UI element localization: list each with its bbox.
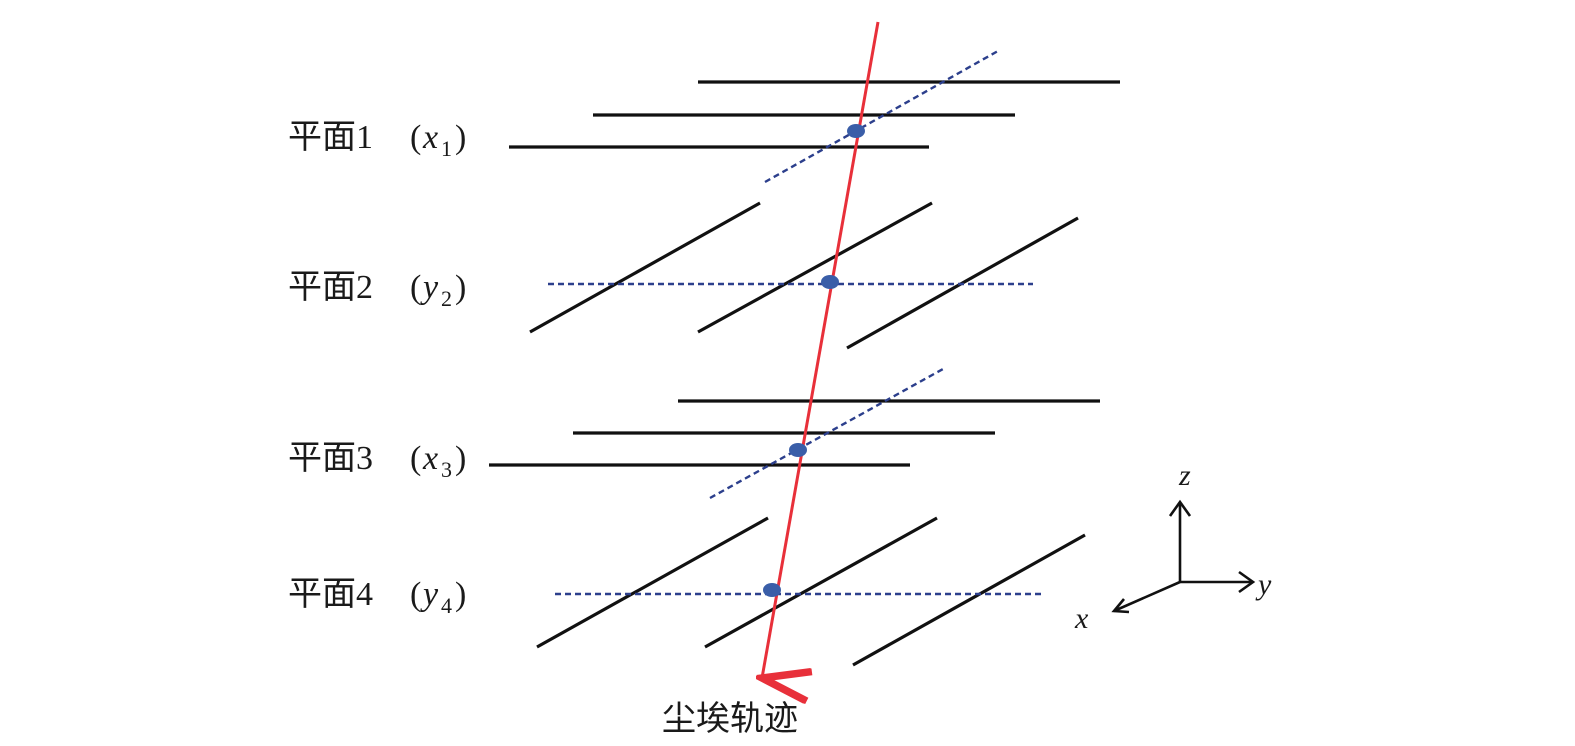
plane-label-1-variable: x <box>422 119 438 156</box>
coordinate-axes: z y x <box>1074 459 1272 635</box>
plane-label-1-name: 平面1 <box>288 119 373 156</box>
plane-2-wire-middle <box>697 201 933 334</box>
plane-label-3-name: 平面3 <box>288 440 373 477</box>
plane-label-1-close-paren: ) <box>455 119 466 156</box>
dust-trajectory-arrow <box>762 21 880 678</box>
z-axis-label: z <box>1178 459 1191 492</box>
plane-label-4-open-paren: ( <box>410 576 421 613</box>
plane-1-dashed-guide <box>764 49 999 184</box>
plane-label-2-name: 平面2 <box>288 269 373 306</box>
plane-label-1-open-paren: ( <box>410 119 421 156</box>
plane-2-wires <box>529 201 1079 350</box>
plane-4-wires <box>536 516 1086 667</box>
plane-label-4-name: 平面4 <box>288 576 373 613</box>
plane-label-3-open-paren: ( <box>410 440 421 477</box>
plane-label-2-close-paren: ) <box>455 269 466 306</box>
plane-label-2: 平面2 ( y 2 ) <box>288 269 466 311</box>
plane-label-4-subscript: 4 <box>441 593 452 618</box>
plane-label-2-variable: y <box>420 269 439 306</box>
plane-1-wires <box>509 49 1120 184</box>
plane-4-wire-left <box>536 516 769 649</box>
plane-label-1-subscript: 1 <box>441 136 452 161</box>
plane-4-wire-right <box>852 533 1086 667</box>
hit-point-plane-2 <box>821 275 839 289</box>
hit-point-plane-4 <box>763 583 781 597</box>
plane-3-dashed-guide <box>709 367 944 500</box>
plane-label-2-subscript: 2 <box>441 286 452 311</box>
hit-points <box>763 124 865 597</box>
plane-3-wires <box>489 367 1100 500</box>
dust-trajectory-label: 尘埃轨迹 <box>662 700 798 738</box>
x-axis-line <box>1113 580 1181 613</box>
plane-label-2-open-paren: ( <box>410 269 421 306</box>
x-axis-arrowhead <box>1111 598 1130 614</box>
x-axis-label: x <box>1074 602 1089 635</box>
plane-label-4-variable: y <box>420 576 439 613</box>
plane-2-wire-left <box>529 201 761 334</box>
z-axis-arrowhead <box>1168 499 1192 517</box>
plane-label-4: 平面4 ( y 4 ) <box>288 576 466 618</box>
plane-4-wire-middle <box>704 516 938 649</box>
y-axis-arrowhead <box>1238 570 1256 594</box>
plane-label-3-close-paren: ) <box>455 440 466 477</box>
plane-label-4-close-paren: ) <box>455 576 466 613</box>
plane-label-3-variable: x <box>422 440 438 477</box>
plane-label-1: 平面1 ( x 1 ) <box>288 119 466 161</box>
y-axis-label: y <box>1255 568 1272 601</box>
hit-point-plane-1 <box>847 124 865 138</box>
plane-label-3: 平面3 ( x 3 ) <box>288 440 466 482</box>
hit-point-plane-3 <box>789 443 807 457</box>
plane-label-3-subscript: 3 <box>441 457 452 482</box>
